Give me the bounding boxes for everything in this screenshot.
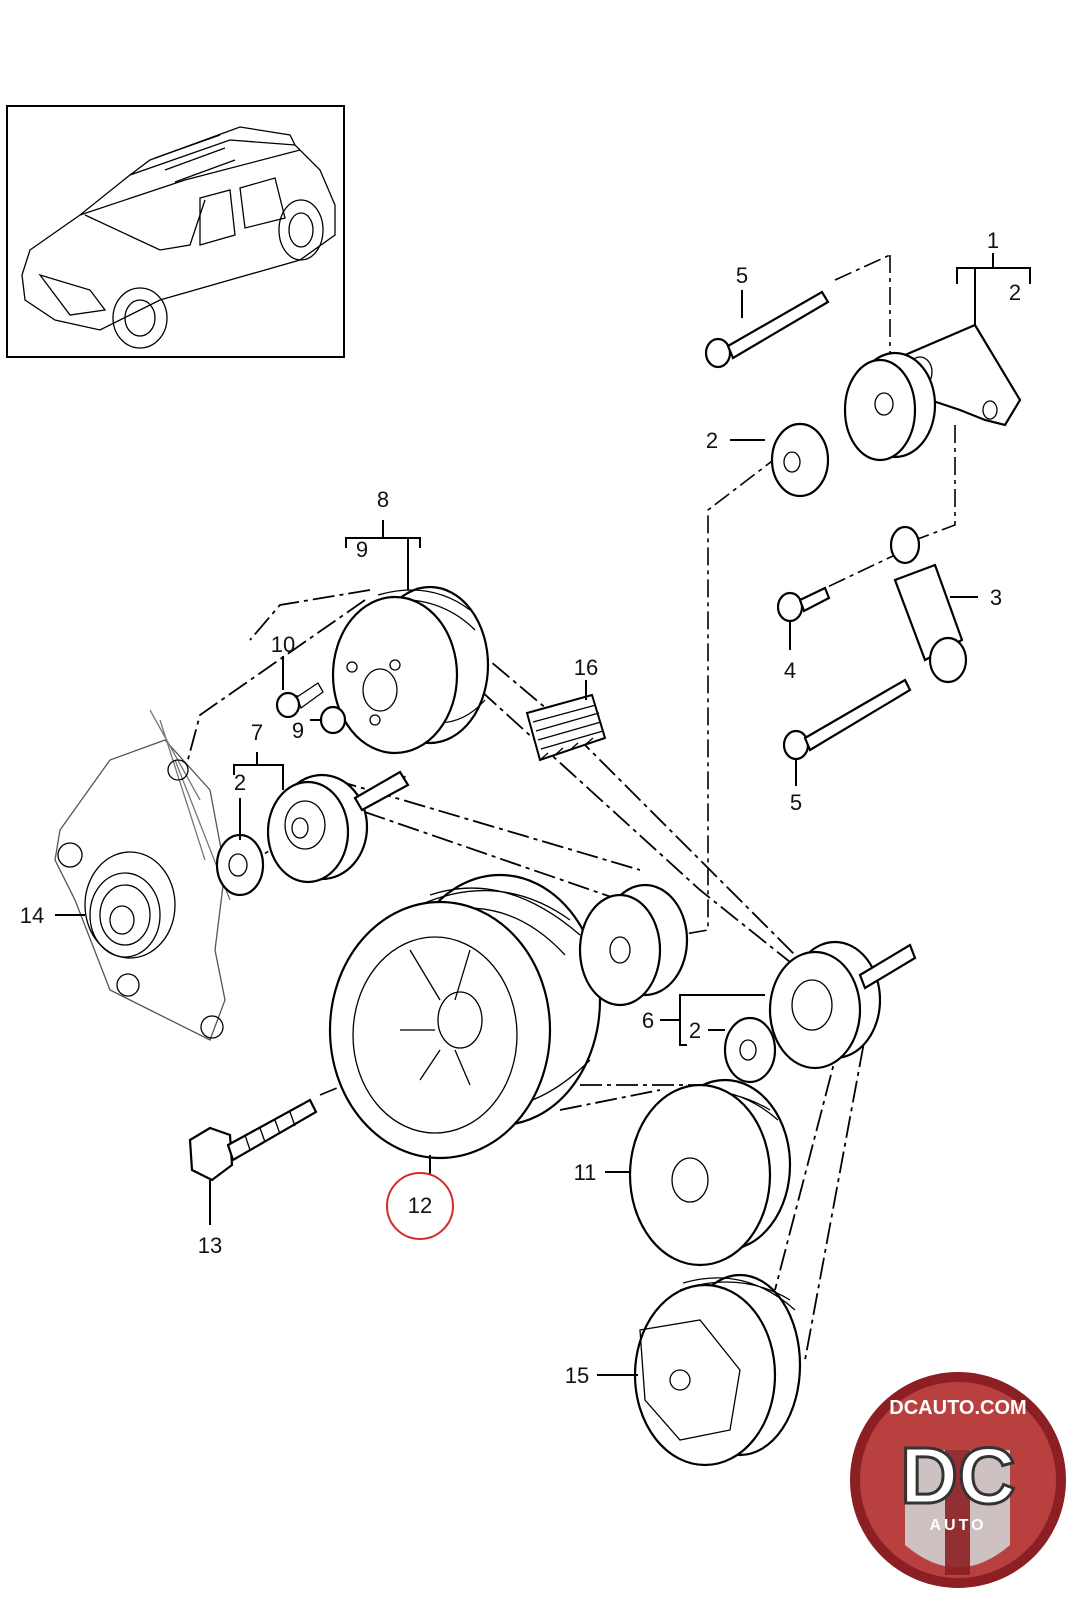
callout-11: 11 xyxy=(574,1160,597,1185)
idler-pulley-6 xyxy=(768,940,917,1070)
dust-cap-2-right xyxy=(723,1016,777,1084)
bolt-5-bottom xyxy=(782,678,912,761)
bolt-5-top xyxy=(704,290,830,369)
vehicle-thumbnail xyxy=(6,105,345,358)
tensioner-pulley xyxy=(843,351,937,462)
steering-pump-pulley xyxy=(628,1078,792,1267)
logo-domain: DCAUTO.COM xyxy=(889,1397,1026,1419)
callout-13: 13 xyxy=(198,1233,222,1258)
bolt-13 xyxy=(188,1098,318,1182)
idler-pulley-7 xyxy=(266,770,410,884)
callout-2: 2 xyxy=(706,428,718,453)
bolt-10 xyxy=(275,682,324,719)
callout-10: 10 xyxy=(271,632,295,657)
center-idler-pulley xyxy=(578,883,689,1007)
callout-12: 12 xyxy=(408,1193,432,1218)
callout-9: 9 xyxy=(292,718,304,743)
callout-4: 4 xyxy=(784,658,796,683)
callout-2: 2 xyxy=(234,770,246,795)
callout-14: 14 xyxy=(20,903,44,928)
callout-labels: 1 2 5 2 3 4 5 8 9 10 9 16 7 2 14 6 2 11 … xyxy=(20,228,1021,1388)
car-suv-icon xyxy=(21,126,336,349)
callout-1: 1 xyxy=(987,228,999,253)
bolt-4 xyxy=(776,586,831,623)
callout-9: 9 xyxy=(356,537,368,562)
ribbed-belt-section xyxy=(525,693,607,762)
leader-lines xyxy=(55,253,1031,1376)
crankshaft-pulley xyxy=(328,873,602,1160)
callout-8: 8 xyxy=(377,487,389,512)
callout-5: 5 xyxy=(736,263,748,288)
callout-3: 3 xyxy=(990,585,1002,610)
logo-word: AUTO xyxy=(929,1517,986,1534)
callout-5: 5 xyxy=(790,790,802,815)
dcauto-logo: DCAUTO.COM DC AUTO xyxy=(850,1372,1066,1588)
cap-9 xyxy=(319,705,347,735)
highlight-circle xyxy=(386,1172,454,1240)
callout-15: 15 xyxy=(565,1363,589,1388)
ac-compressor-pulley xyxy=(633,1273,802,1467)
callout-2: 2 xyxy=(1009,280,1021,305)
callout-16: 16 xyxy=(574,655,598,680)
water-pump-pulley xyxy=(331,585,490,755)
alternator xyxy=(54,709,231,1041)
dust-cap-2-left xyxy=(215,833,265,897)
logo-letters: DC xyxy=(900,1431,1016,1520)
callout-2: 2 xyxy=(689,1018,701,1043)
belt-routing-lines xyxy=(149,254,956,1361)
callout-6: 6 xyxy=(642,1008,654,1033)
callout-7: 7 xyxy=(251,720,263,745)
damper-3 xyxy=(889,525,968,684)
dust-cap-2-top xyxy=(770,422,830,498)
